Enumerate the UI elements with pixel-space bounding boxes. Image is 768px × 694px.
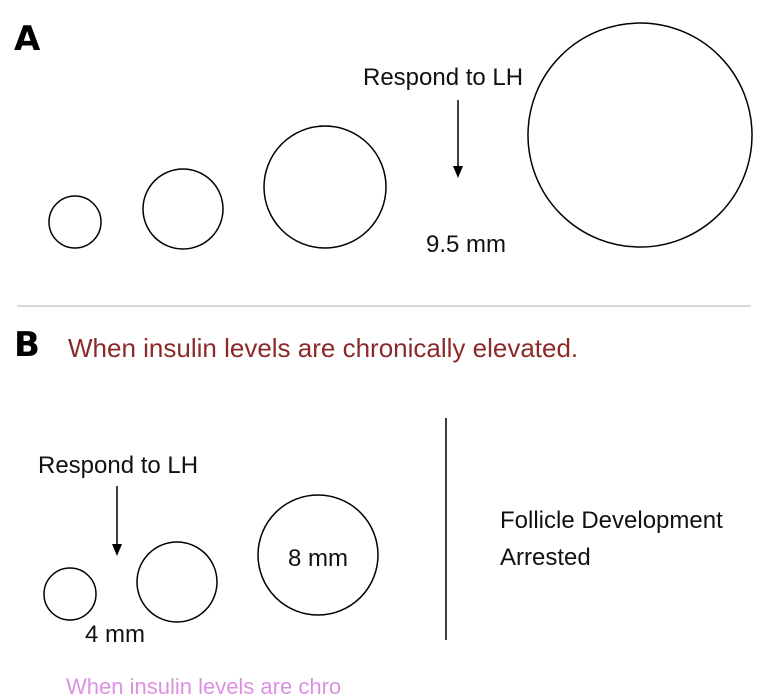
panel-b-large-size-label: 8 mm (288, 545, 348, 572)
panel-b-caption: When insulin levels are chronically elev… (68, 333, 578, 363)
panel-b-follicle-1 (43, 567, 97, 621)
panel-a: A Respond to LH 9.5 mm (14, 19, 753, 258)
panel-b-arrow-head (112, 544, 122, 556)
panel-b-follicle-3 (257, 494, 379, 616)
panel-a-follicle-2 (142, 168, 224, 250)
panel-a-follicle-ovulatory (527, 22, 753, 248)
panel-a-arrow-head (453, 166, 463, 178)
panel-b-ghost-caption: When insulin levels are chro (66, 674, 341, 694)
panel-a-follicle-3 (263, 125, 387, 249)
panel-a-size-label: 9.5 mm (426, 231, 506, 258)
panel-a-letter: A (14, 19, 41, 59)
panel-a-follicle-1 (48, 195, 102, 249)
panel-b-letter: B (14, 325, 40, 365)
panel-b-outcome-line1: Follicle Development (500, 507, 723, 534)
panel-b-small-size-label: 4 mm (85, 621, 145, 648)
panel-a-respond-label: Respond to LH (363, 64, 523, 91)
panel-b: B When insulin levels are chronically el… (14, 325, 723, 694)
panel-b-outcome-line2: Arrested (500, 544, 591, 571)
panel-b-respond-label: Respond to LH (38, 452, 198, 479)
panel-b-follicle-2 (136, 541, 218, 623)
